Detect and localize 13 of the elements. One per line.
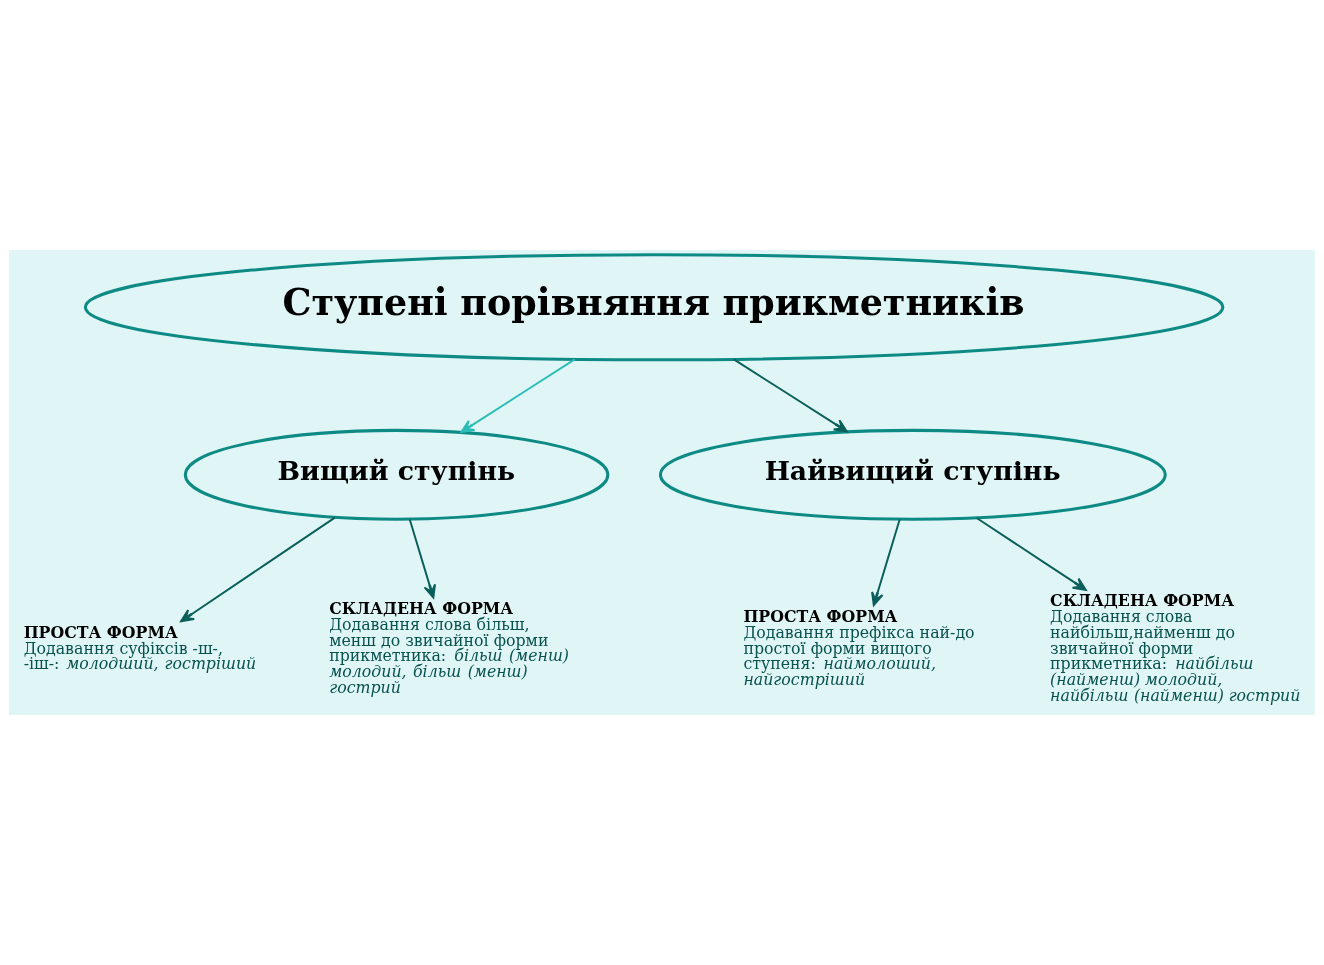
arrow bbox=[180, 516, 336, 623]
arrow bbox=[975, 517, 1087, 591]
arrow bbox=[408, 518, 437, 599]
node-ellipse: Ступені порівняння прикметників bbox=[83, 253, 1225, 362]
node-ellipse: Найвищий ступінь bbox=[658, 428, 1167, 521]
arrow bbox=[460, 358, 576, 433]
node-text: СКЛАДЕНА ФОРМА Додавання слова найбільш,найменш до звичайної форми прикметника: найбільш (найменш) молодий, найбільш (найменш) гострий bbox=[1050, 591, 1301, 705]
node-ellipse: Вищий ступінь bbox=[183, 428, 610, 521]
node-text: ПРОСТА ФОРМА Додавання префікса най-до простої форми вищого ступеня: наймолоший, найгостріший bbox=[743, 606, 975, 690]
node-text: СКЛАДЕНА ФОРМА Додавання слова більш, менш до звичайної форми прикметника: більш (менш) молодий, більш (менш) гострий bbox=[329, 599, 570, 698]
arrow bbox=[871, 518, 901, 607]
arrow bbox=[732, 358, 848, 433]
node-text: ПРОСТА ФОРМА Додавання суфіксів -ш-, -іш-: молодший, гостріший bbox=[23, 622, 257, 674]
